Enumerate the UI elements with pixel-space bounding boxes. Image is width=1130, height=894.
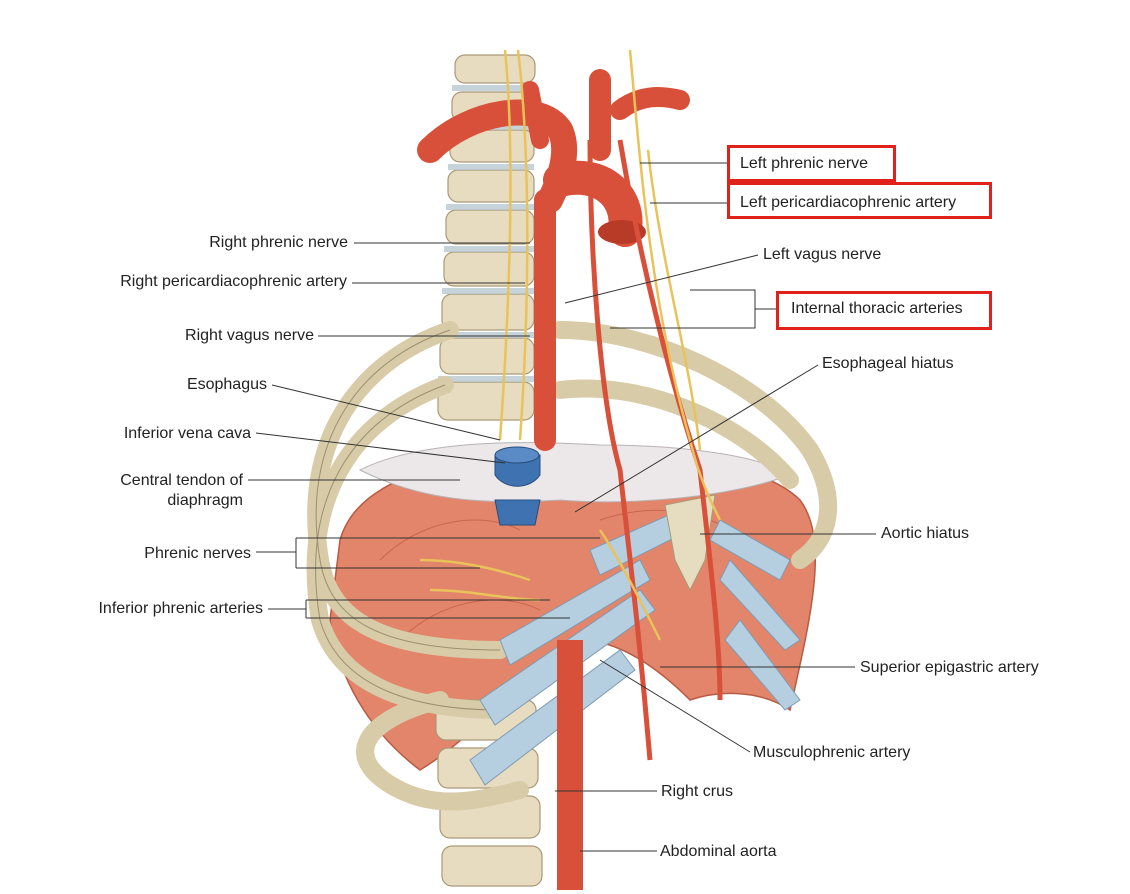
ivc-vessel bbox=[494, 454, 541, 487]
label-abdominal-aorta: Abdominal aorta bbox=[660, 843, 777, 860]
label-right-crus: Right crus bbox=[661, 783, 734, 800]
xiphoid-process bbox=[664, 494, 716, 592]
label-left-phrenic-nerve: Left phrenic nerve bbox=[740, 155, 869, 172]
label-right-vagus-nerve: Right vagus nerve bbox=[185, 327, 314, 344]
label-superior-epigastric-artery: Superior epigastric artery bbox=[860, 659, 1039, 676]
label-left-vagus-nerve: Left vagus nerve bbox=[763, 246, 882, 263]
label-central-tendon-line2: diaphragm bbox=[167, 492, 243, 509]
label-esophagus: Esophagus bbox=[186, 376, 267, 393]
label-left-pericardiacophrenic-artery: Left pericardiacophrenic artery bbox=[740, 194, 957, 211]
label-esophageal-hiatus: Esophageal hiatus bbox=[822, 355, 954, 372]
label-internal-thoracic-arteries: Internal thoracic arteries bbox=[791, 300, 963, 317]
leader-lines bbox=[248, 162, 876, 852]
label-aortic-hiatus: Aortic hiatus bbox=[881, 525, 970, 542]
label-phrenic-nerves: Phrenic nerves bbox=[144, 545, 251, 562]
label-central-tendon-line1: Central tendon of bbox=[120, 472, 243, 489]
label-inferior-vena-cava: Inferior vena cava bbox=[123, 425, 251, 442]
descending-aorta bbox=[543, 160, 643, 247]
label-musculophrenic-artery: Musculophrenic artery bbox=[753, 744, 911, 761]
highlight-box-left-pericardiacophrenic-artery bbox=[727, 182, 992, 219]
highlight-box-internal-thoracic-arteries bbox=[776, 291, 992, 330]
highlight-box-left-phrenic-nerve bbox=[727, 145, 896, 182]
label-inferior-phrenic-arteries: Inferior phrenic arteries bbox=[98, 600, 263, 617]
label-right-pericardiacophrenic-artery: Right pericardiacophrenic artery bbox=[120, 273, 347, 290]
label-right-phrenic-nerve: Right phrenic nerve bbox=[209, 234, 348, 251]
